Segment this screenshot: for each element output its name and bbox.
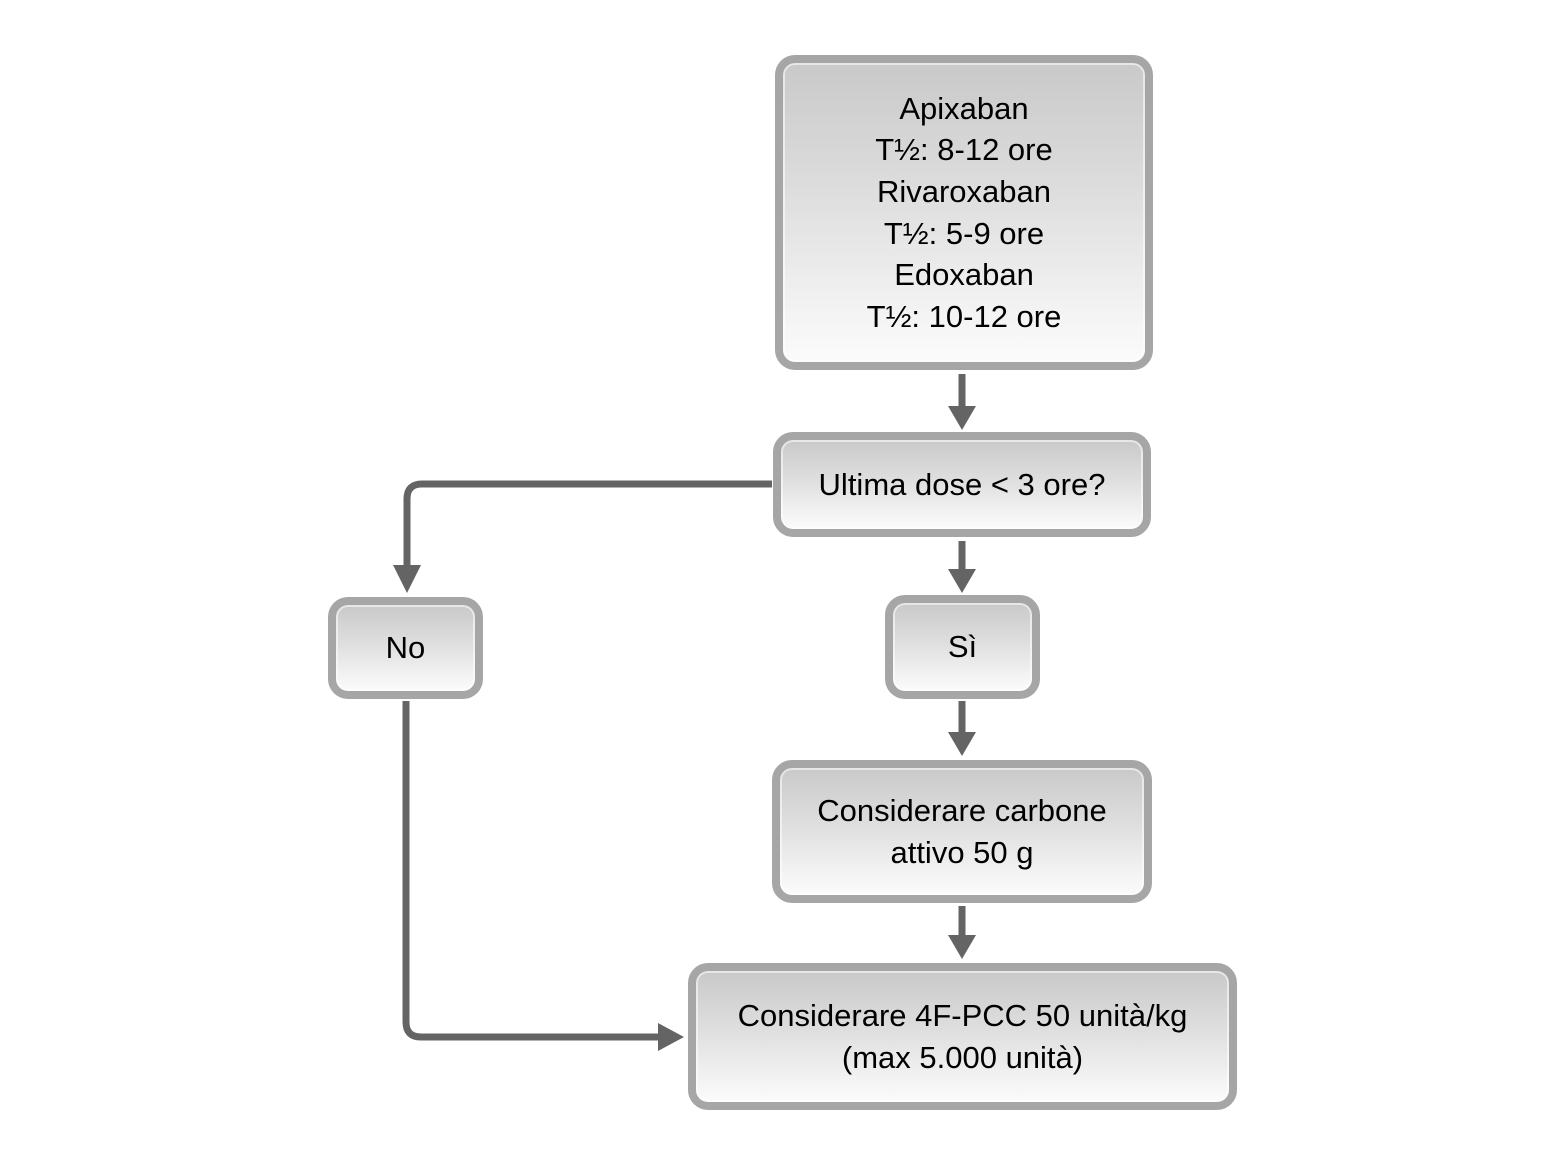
- arrow-question-to-yes: [948, 541, 976, 593]
- node-anticoagulants-halflife-label: Apixaban T½: 8-12 ore Rivaroxaban T½: 5-…: [866, 90, 1062, 334]
- node-answer-yes: Sì: [885, 595, 1040, 699]
- node-action-4f-pcc: Considerare 4F-PCC 50 unità/kg (max 5.00…: [688, 963, 1237, 1110]
- node-action-4f-pcc-label: Considerare 4F-PCC 50 unità/kg (max 5.00…: [737, 997, 1188, 1075]
- arrow-no-to-pcc: [402, 701, 684, 1051]
- arrow-question-to-no: [393, 480, 772, 593]
- node-anticoagulants-halflife: Apixaban T½: 8-12 ore Rivaroxaban T½: 5-…: [775, 55, 1153, 370]
- node-action-carbone-attivo: Considerare carbone attivo 50 g: [772, 760, 1152, 903]
- node-answer-yes-label: Sì: [947, 629, 978, 665]
- node-question-ultima-dose: Ultima dose < 3 ore?: [773, 432, 1151, 537]
- node-question-ultima-dose-label: Ultima dose < 3 ore?: [818, 466, 1106, 502]
- arrow-charcoal-to-pcc: [948, 906, 976, 959]
- node-action-carbone-attivo-label: Considerare carbone attivo 50 g: [817, 792, 1107, 870]
- node-answer-no: No: [328, 597, 483, 699]
- arrow-yes-to-charcoal: [948, 701, 976, 756]
- arrow-drugs-to-question: [948, 374, 976, 430]
- node-answer-no-label: No: [385, 630, 426, 666]
